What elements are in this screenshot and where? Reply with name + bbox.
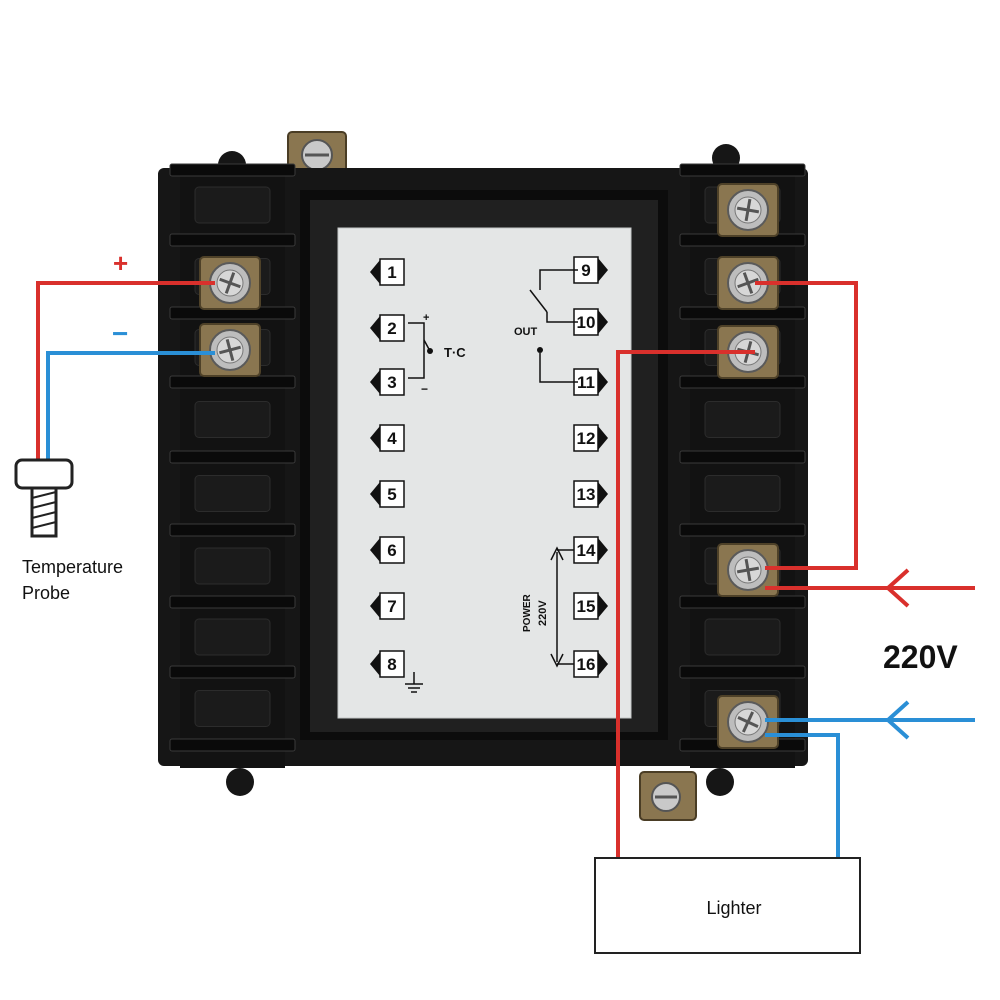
terminal-label-10: 10 xyxy=(573,308,608,336)
terminal-screw xyxy=(199,323,261,377)
relay-output-symbol xyxy=(529,269,578,383)
right-terminal-labels: 9 10 11 12 13 14 15 16 xyxy=(573,256,608,678)
power-label: POWER xyxy=(522,593,533,632)
terminal-label-2: 2 xyxy=(370,314,405,342)
terminal-number: 3 xyxy=(387,373,396,392)
power-voltage-label: 220V xyxy=(537,600,549,626)
left-terminal-block xyxy=(169,163,296,768)
terminal-number: 7 xyxy=(387,597,396,616)
ground-symbol xyxy=(405,672,423,693)
terminal-number: 14 xyxy=(577,541,596,560)
terminal-screw xyxy=(199,256,261,310)
terminal-number: 6 xyxy=(387,541,396,560)
tc-minus-label: − xyxy=(421,382,428,396)
terminal-label-1: 1 xyxy=(370,258,405,286)
temperature-probe-icon xyxy=(14,458,74,538)
tc-label: T·C xyxy=(444,345,466,360)
terminal-label-13: 13 xyxy=(573,480,608,508)
label-plate xyxy=(337,227,632,719)
tc-plus-label: + xyxy=(423,312,429,324)
terminal-label-6: 6 xyxy=(370,536,405,564)
right-terminal-block xyxy=(679,163,806,768)
terminal-label-5: 5 xyxy=(370,480,405,508)
terminal-number: 13 xyxy=(577,485,596,504)
terminal-number: 4 xyxy=(387,429,397,448)
terminal-number: 2 xyxy=(387,319,396,338)
terminal-number: 16 xyxy=(577,655,596,674)
terminal-number: 12 xyxy=(577,429,596,448)
terminal-number: 15 xyxy=(577,597,596,616)
terminal-screw xyxy=(717,256,779,310)
probe-label-line1: Temperature xyxy=(22,557,123,577)
terminal-label-12: 12 xyxy=(573,424,608,452)
terminal-number: 9 xyxy=(581,261,590,280)
wires xyxy=(36,281,975,858)
terminal-label-3: 3 xyxy=(370,368,405,396)
probe-negative-wire xyxy=(46,351,215,462)
out-label: OUT xyxy=(514,326,538,338)
power-bracket xyxy=(550,546,574,668)
terminal-screw xyxy=(717,183,779,237)
probe-label-line2: Probe xyxy=(22,583,70,603)
terminal-label-16: 16 xyxy=(573,650,608,678)
terminal-number: 11 xyxy=(577,373,595,392)
neutral-to-load-wire xyxy=(765,733,840,858)
positive-sign: + xyxy=(113,248,128,278)
terminal-number: 5 xyxy=(387,485,396,504)
thermocouple-symbol xyxy=(408,322,433,379)
relay-to-load-wire xyxy=(616,350,755,858)
terminal-number: 1 xyxy=(387,263,396,282)
terminal-number: 8 xyxy=(387,655,396,674)
terminal-label-15: 15 xyxy=(573,592,608,620)
terminal-label-7: 7 xyxy=(370,592,405,620)
terminal-label-4: 4 xyxy=(370,424,405,452)
voltage-label: 220V xyxy=(883,639,958,675)
probe-positive-wire xyxy=(36,281,215,462)
negative-sign: − xyxy=(112,318,128,349)
load-box xyxy=(594,857,861,954)
terminal-number: 10 xyxy=(577,313,596,332)
left-terminal-labels: 1 2 3 4 5 6 7 8 xyxy=(370,258,405,678)
load-label: Lighter xyxy=(706,898,761,918)
terminal-label-8: 8 xyxy=(370,650,405,678)
relay-to-power-wire xyxy=(755,281,858,570)
